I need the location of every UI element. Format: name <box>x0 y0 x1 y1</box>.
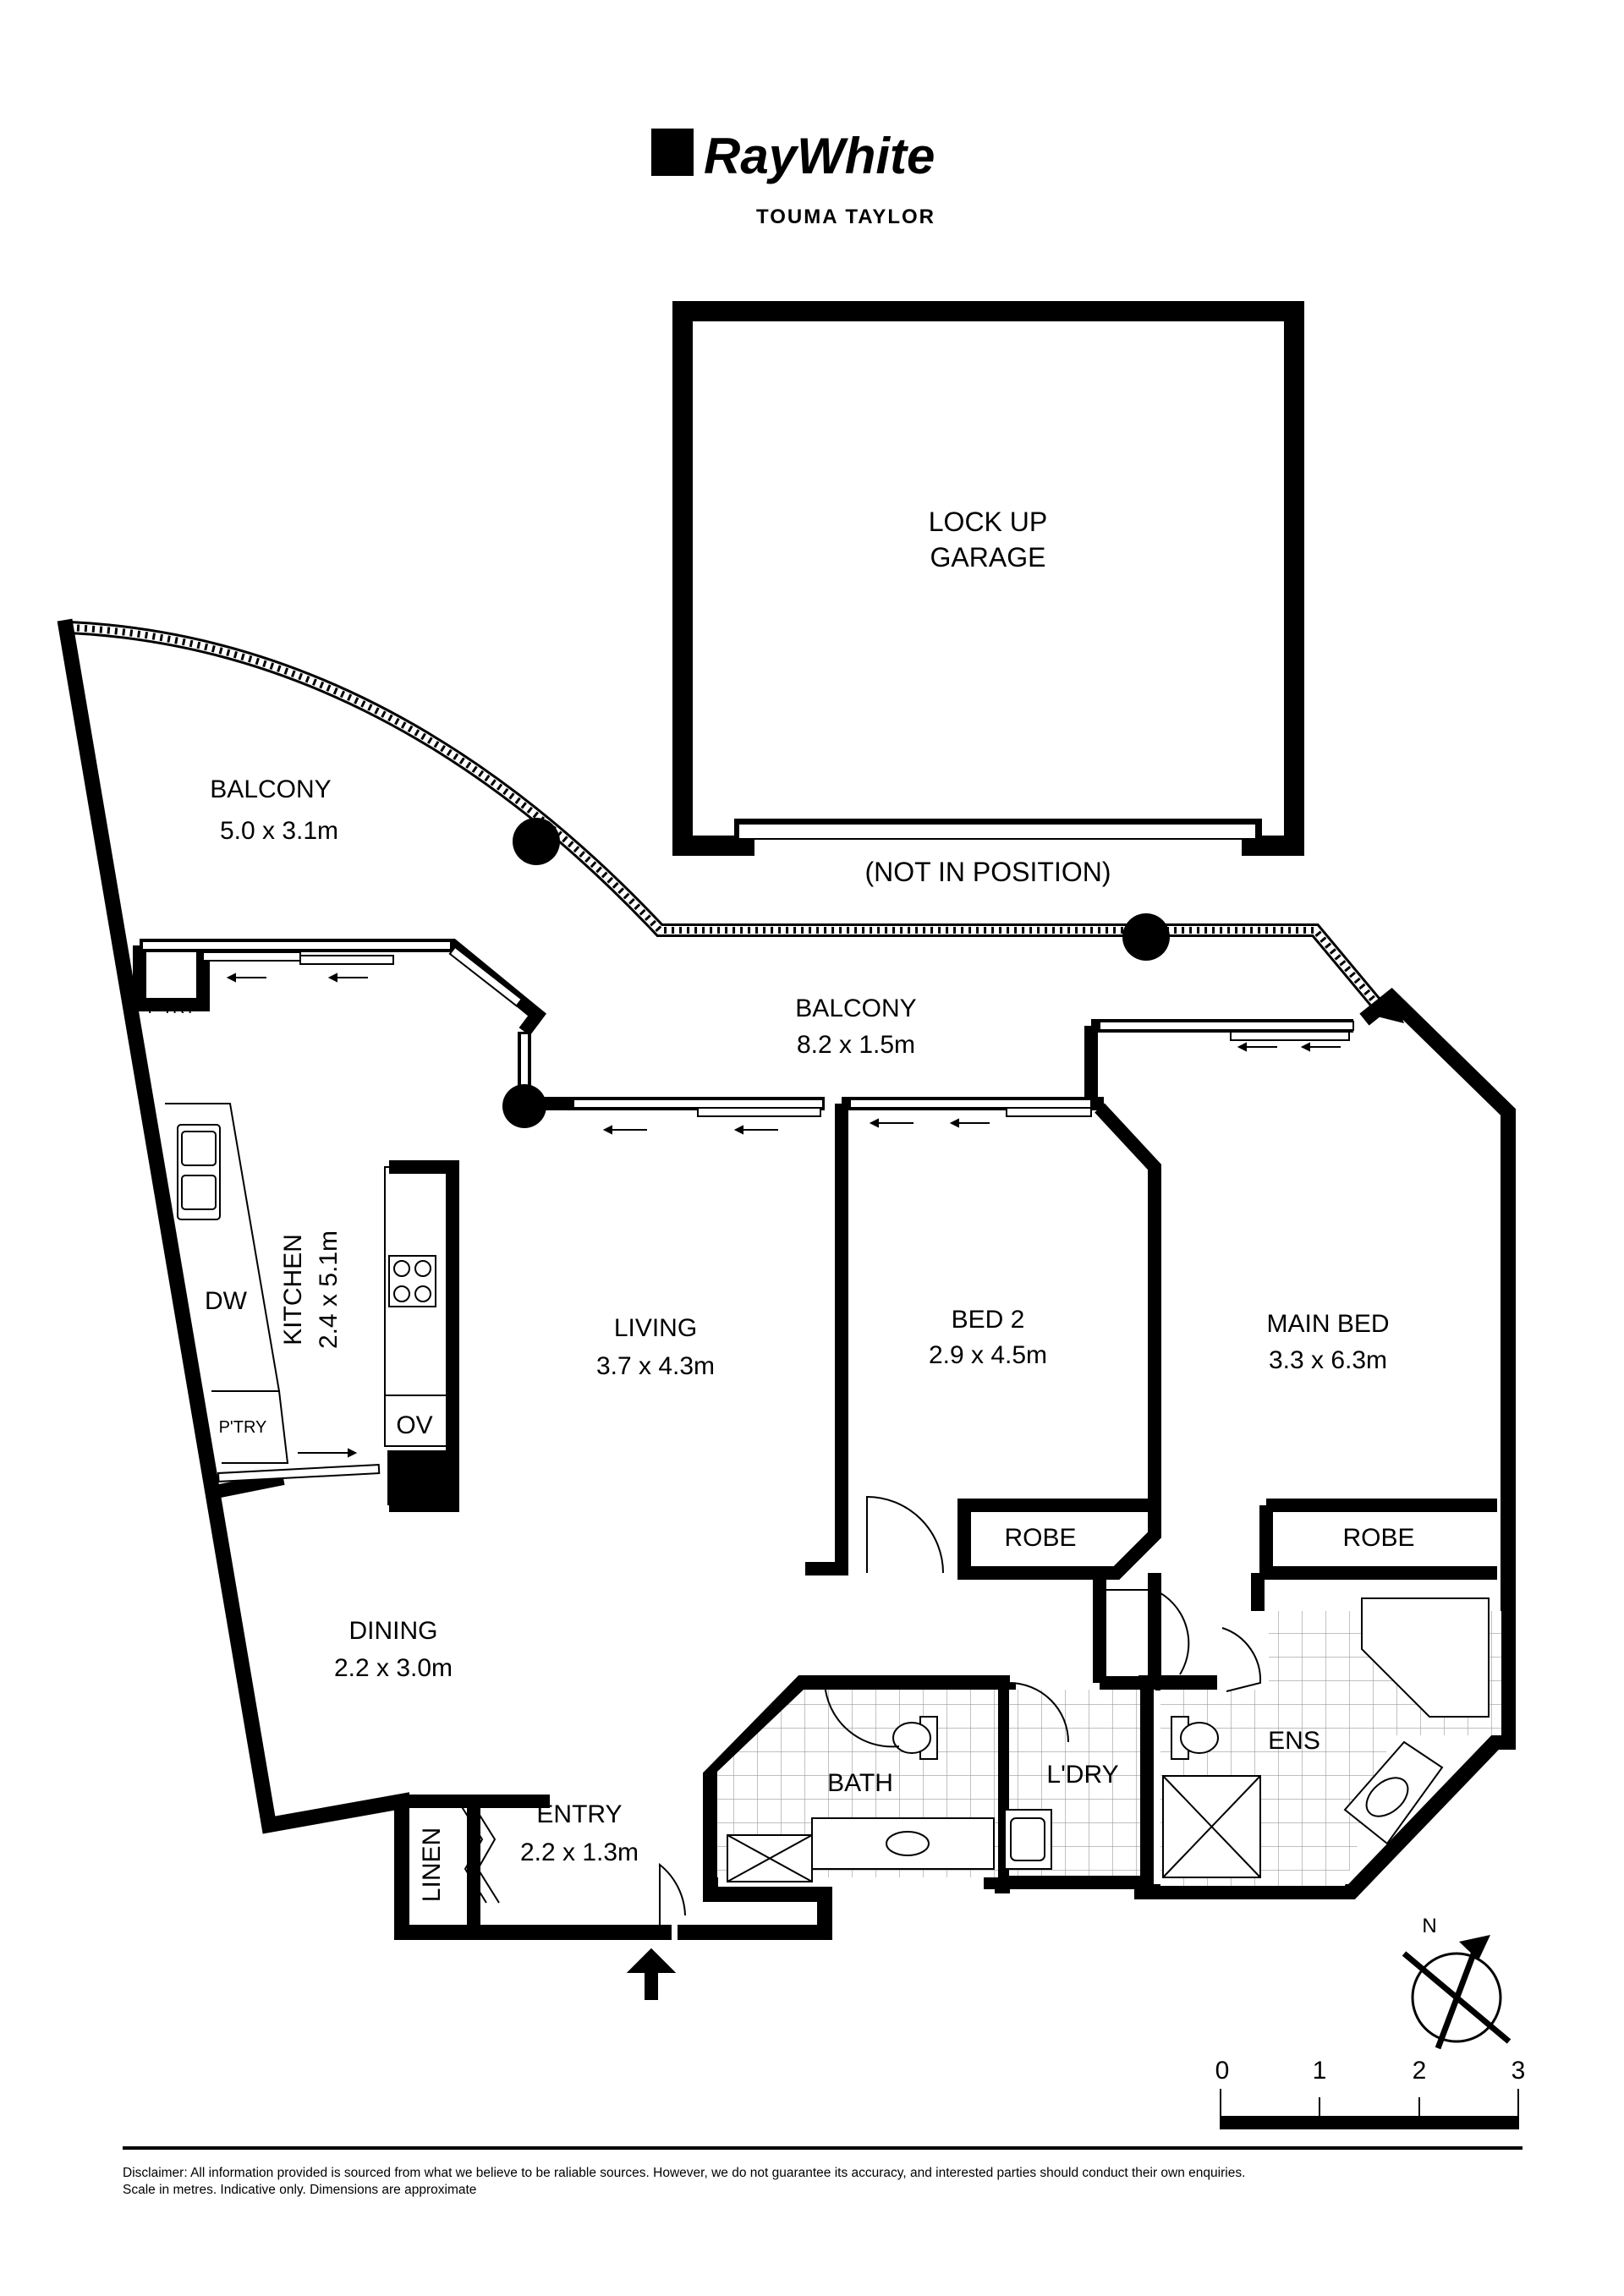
compass-icon <box>1411 1952 1502 2043</box>
scale-tick-0: 0 <box>1215 2057 1230 2085</box>
bath-label: BATH <box>827 1769 893 1797</box>
kitchen-benches <box>165 1103 449 1464</box>
sliding-doors <box>141 940 1354 1483</box>
slide-arrows <box>226 973 1341 1458</box>
pantry-top-label: P'TRY <box>148 999 196 1017</box>
garage-label-1: LOCK UP <box>929 507 1047 537</box>
main-bed-size: 3.3 x 6.3m <box>1269 1346 1387 1374</box>
oven-label: OV <box>396 1411 432 1439</box>
ensuite-label: ENS <box>1268 1727 1320 1755</box>
basin-icon <box>886 1831 930 1856</box>
scale-tick-3: 3 <box>1512 2057 1526 2085</box>
dining-size: 2.2 x 3.0m <box>334 1654 453 1682</box>
garage-note: (NOT IN POSITION) <box>865 857 1111 887</box>
logo-square-icon <box>651 129 694 176</box>
main-bed-name: MAIN BED <box>1266 1310 1389 1338</box>
cooktop-icon <box>388 1255 436 1307</box>
disclaimer-line-1: Disclaimer: All information provided is … <box>123 2166 1246 2180</box>
doors <box>460 1495 1262 1932</box>
balcony-1-size: 5.0 x 3.1m <box>220 817 338 845</box>
living-name: LIVING <box>614 1314 697 1342</box>
linen-label: LINEN <box>418 1827 446 1902</box>
disclaimer: Disclaimer: All information provided is … <box>123 2165 1544 2199</box>
column <box>1122 913 1170 961</box>
dining-name: DINING <box>349 1617 438 1645</box>
balcony-2-size: 8.2 x 1.5m <box>797 1031 915 1059</box>
brand-office: TOUMA TAYLOR <box>756 205 935 228</box>
dishwasher-label: DW <box>205 1287 248 1315</box>
living-size: 3.7 x 4.3m <box>596 1352 715 1380</box>
disclaimer-line-2: Scale in metres. Indicative only. Dimens… <box>123 2183 477 2197</box>
scale-tick-1: 1 <box>1313 2057 1327 2085</box>
bed-2-name: BED 2 <box>952 1306 1025 1334</box>
robe-main: ROBE <box>1342 1524 1414 1552</box>
footer-divider <box>123 2146 1522 2150</box>
fixtures <box>727 1597 1490 1882</box>
robe-bed-2: ROBE <box>1004 1524 1076 1552</box>
laundry-label: L'DRY <box>1046 1761 1118 1789</box>
kitchen-size: 2.4 x 5.1m <box>315 1230 343 1349</box>
entry-name: ENTRY <box>536 1800 622 1828</box>
column <box>502 1084 546 1128</box>
garage: LOCK UP GARAGE (NOT IN POSITION) <box>672 301 1304 887</box>
kitchen-name: KITCHEN <box>279 1234 307 1345</box>
pantry-bottom-label: P'TRY <box>219 1418 267 1437</box>
scale-bar: 0 1 2 3 <box>1215 2057 1526 2129</box>
column <box>513 818 560 865</box>
sink-icon <box>177 1124 221 1220</box>
compass: N <box>1402 1915 1512 2050</box>
compass-north: N <box>1422 1915 1436 1937</box>
room-labels: BALCONY 5.0 x 3.1m BALCONY 8.2 x 1.5m LI… <box>148 775 1415 1866</box>
brand-name: RayWhite <box>704 128 935 184</box>
balcony-railing <box>69 621 1385 1011</box>
entry-arrow-icon <box>626 1948 677 2000</box>
garage-label-2: GARAGE <box>930 542 1046 573</box>
entry-size: 2.2 x 1.3m <box>520 1838 639 1866</box>
brand-logo: RayWhite TOUMA TAYLOR <box>651 128 935 228</box>
balcony-1-name: BALCONY <box>210 775 331 803</box>
toilet-icon <box>892 1722 931 1754</box>
bed-2-size: 2.9 x 4.5m <box>929 1341 1047 1369</box>
balcony-2-name: BALCONY <box>795 995 916 1022</box>
scale-tick-2: 2 <box>1413 2057 1427 2085</box>
